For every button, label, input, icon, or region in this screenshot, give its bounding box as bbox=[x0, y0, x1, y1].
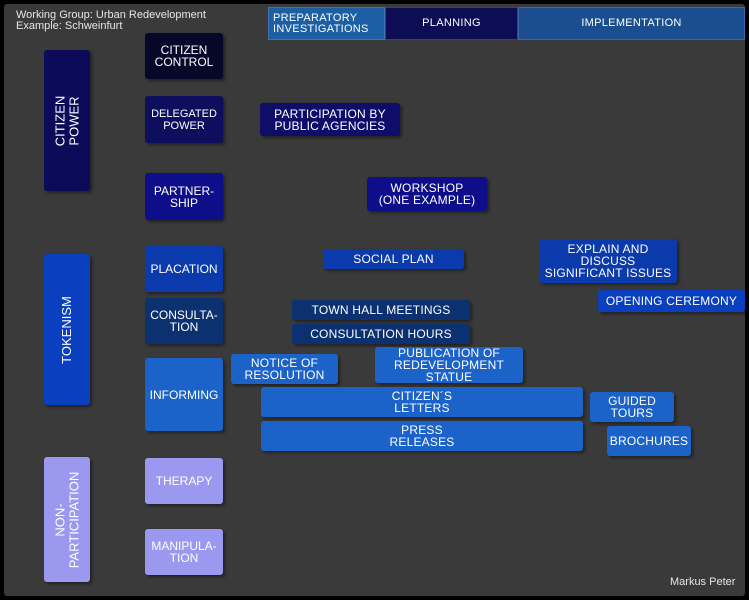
phase-preparatory-investigations: PREPARATORY INVESTIGATIONS bbox=[268, 7, 385, 40]
rung-informing: INFORMING bbox=[145, 358, 223, 431]
phase-implementation: IMPLEMENTATION bbox=[518, 7, 745, 40]
activity-consultation-hours: CONSULTATION HOURS bbox=[292, 324, 470, 344]
phase-planning: PLANNING bbox=[385, 7, 518, 40]
working-group-title: Working Group: Urban Redevelopment bbox=[16, 9, 206, 21]
rung-therapy: THERAPY bbox=[145, 458, 223, 504]
rung-citizen-control: CITIZEN CONTROL bbox=[145, 33, 223, 79]
activity-participation-public-agencies: PARTICIPATION BY PUBLIC AGENCIES bbox=[260, 103, 400, 136]
activity-brochures: BROCHURES bbox=[607, 426, 691, 456]
activity-social-plan: SOCIAL PLAN bbox=[323, 249, 464, 269]
activity-guided-tours: GUIDED TOURS bbox=[590, 392, 674, 422]
rung-consultation: CONSULTA- TION bbox=[145, 298, 223, 344]
rung-placation: PLACATION bbox=[145, 246, 223, 292]
category-non-participation: NON- PARTICIPATION bbox=[44, 457, 90, 582]
rung-partnership: PARTNER- SHIP bbox=[145, 173, 223, 220]
category-citizen-power: CITIZEN POWER bbox=[44, 50, 90, 191]
activity-workshop: WORKSHOP (ONE EXAMPLE) bbox=[367, 177, 487, 211]
author-credit: Markus Peter bbox=[670, 576, 736, 588]
rung-delegated-power: DELEGATED POWER bbox=[145, 96, 223, 143]
rung-manipulation: MANIPULA- TION bbox=[145, 529, 223, 575]
activity-press-releases: PRESS RELEASES bbox=[261, 421, 583, 451]
category-tokenism: TOKENISM bbox=[44, 254, 90, 405]
diagram-canvas: Working Group: Urban Redevelopment Examp… bbox=[4, 4, 745, 596]
activity-publication-statue: PUBLICATION OF REDEVELOPMENT STATUE bbox=[375, 347, 523, 383]
example-subtitle: Example: Schweinfurt bbox=[16, 20, 123, 32]
activity-town-hall-meetings: TOWN HALL MEETINGS bbox=[292, 300, 470, 320]
activity-citizens-letters: CITIZEN´S LETTERS bbox=[261, 387, 583, 417]
activity-opening-ceremony: OPENING CEREMONY bbox=[598, 290, 745, 312]
activity-notice-of-resolution: NOTICE OF RESOLUTION bbox=[231, 354, 338, 384]
activity-explain-discuss: EXPLAIN AND DISCUSS SIGNIFICANT ISSUES bbox=[539, 239, 677, 283]
